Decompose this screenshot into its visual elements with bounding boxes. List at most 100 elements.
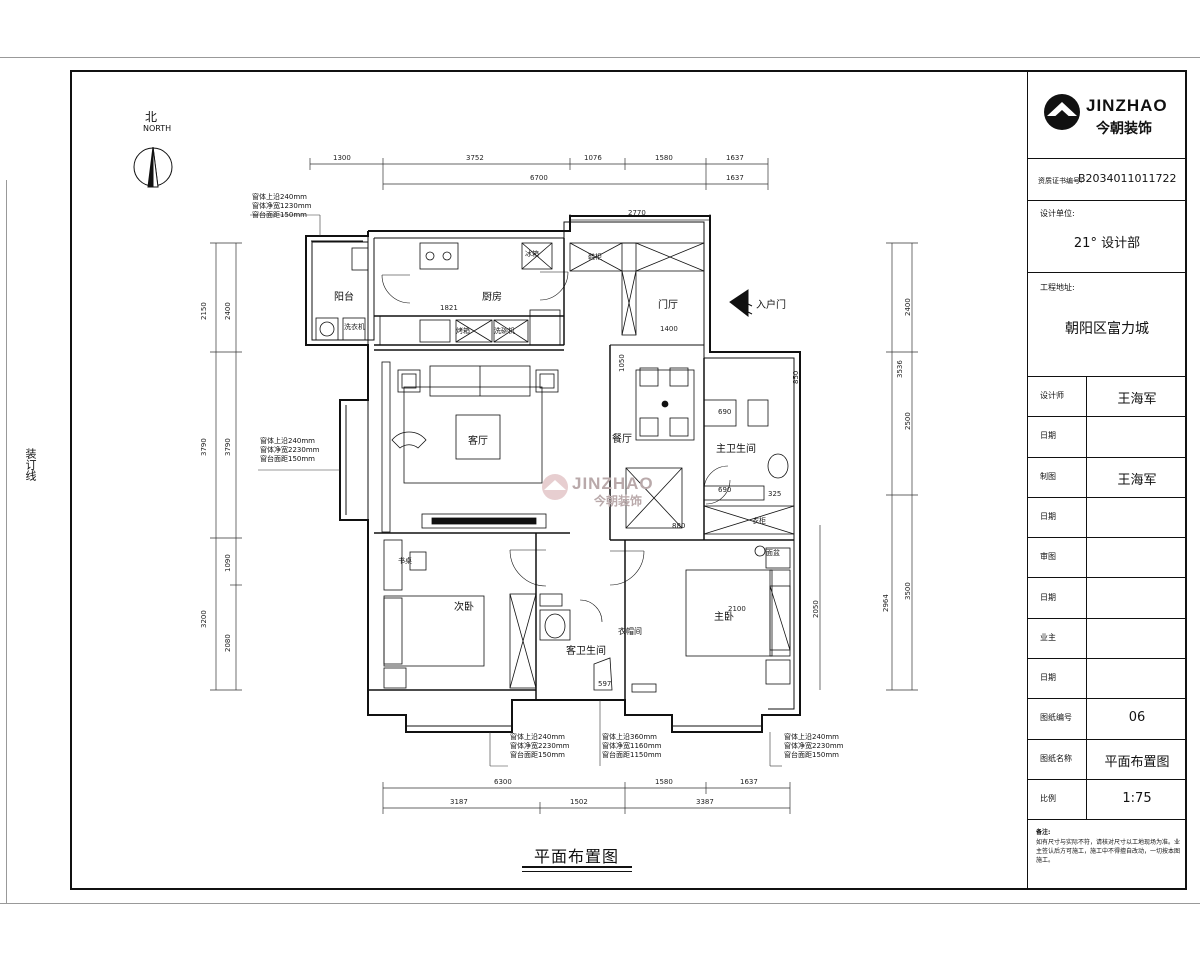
room-balcony-label: 阳台 — [334, 292, 354, 303]
title-block-row: 日期 — [1028, 416, 1186, 458]
row-label: 比例 — [1040, 794, 1056, 803]
row-divider — [1086, 456, 1087, 497]
project-address-row: 工程地址: 朝阳区富力城 — [1028, 272, 1186, 377]
dim-top-right: 1637 — [726, 174, 744, 182]
dim-dining: 1050 — [618, 354, 626, 372]
row-label: 制图 — [1040, 471, 1056, 481]
dim-top-2: 3752 — [466, 154, 484, 162]
title-block-row: 日期 — [1028, 658, 1186, 700]
washer-label: 洗衣机 — [344, 323, 365, 331]
dim-left-3: 3790 — [200, 438, 208, 456]
row-divider — [1086, 617, 1087, 659]
watermark-text-cn: 今朝装饰 — [594, 494, 643, 508]
room-kitchen-label: 厨房 — [482, 292, 502, 303]
room-living-label: 客厅 — [468, 436, 488, 447]
dim-right-5: 3500 — [904, 582, 912, 600]
balcony-fixtures — [315, 247, 369, 341]
row-label: 日期 — [1040, 511, 1056, 521]
door-swings — [381, 271, 731, 623]
project-address: 朝阳区富力城 — [1065, 321, 1149, 337]
dim-top-1: 1300 — [333, 154, 351, 162]
row-divider — [1086, 496, 1087, 538]
dim-left-7: 2080 — [224, 634, 232, 652]
dim-top-total: 6700 — [530, 174, 548, 182]
title-block-row: 业主 — [1028, 617, 1186, 660]
design-unit: 21° 设计部 — [1073, 236, 1141, 251]
dim-right-1: 3536 — [896, 360, 904, 378]
title-block: JINZHAO 今朝装饰 资质证书编号: B2034011011722 设计单位… — [1027, 72, 1186, 888]
row-divider — [1086, 779, 1087, 820]
master-bath-fixtures — [703, 399, 795, 535]
master-bedroom-furniture — [631, 545, 791, 693]
north-arrow-icon — [133, 146, 173, 188]
row-divider — [1086, 738, 1087, 779]
row-label: 图纸名称 — [1040, 753, 1072, 763]
row-label: 业主 — [1040, 632, 1056, 642]
dim-bottom-1: 6300 — [494, 778, 512, 786]
kitchen-counters — [379, 242, 565, 346]
row-value: 王海军 — [1117, 472, 1157, 488]
title-block-row: 图纸名称平面布置图 — [1028, 738, 1186, 780]
fridge-label: 冰箱 — [525, 250, 539, 258]
oven-label: 烤箱 — [456, 327, 470, 335]
dim-guest-wc: 597 — [598, 680, 612, 688]
dim-right-2: 2400 — [904, 298, 912, 316]
row-divider — [1086, 698, 1087, 739]
exterior-walls — [305, 215, 801, 733]
room-dressing-label: 衣帽间 — [618, 627, 642, 636]
top-dimension-lines — [309, 158, 769, 226]
title-block-row: 审图 — [1028, 537, 1186, 579]
living-bay-window — [339, 399, 369, 521]
room-foyer-label: 门厅 — [658, 300, 678, 311]
binding-line — [6, 180, 7, 903]
title-block-row: 设计师 王海军 — [1028, 376, 1186, 418]
dim-mb-w1: 690 — [718, 408, 732, 416]
interior-walls — [368, 238, 794, 700]
row-label: 设计师 — [1040, 391, 1064, 400]
row-divider — [1086, 577, 1087, 618]
row-label: 日期 — [1040, 431, 1056, 441]
cert-number: B2034011011722 — [1078, 172, 1177, 185]
north-label-en: NORTH — [143, 124, 172, 133]
room-master-bath-label: 主卫生间 — [716, 444, 756, 455]
row-label: 审图 — [1040, 552, 1056, 562]
north-label: 北 — [145, 110, 158, 124]
dim-mb-w2: 690 — [718, 486, 732, 494]
dim-right-3: 2500 — [904, 412, 912, 430]
dim-foyer: 1400 — [660, 325, 678, 333]
entry-arrow-icon — [729, 289, 753, 318]
company-name-en: JINZHAO — [1086, 96, 1168, 115]
dim-left-2: 2400 — [224, 302, 232, 320]
room-guest-bath-label: 客卫生间 — [566, 646, 606, 657]
row-value: 王海军 — [1117, 392, 1157, 407]
dim-left-1: 2150 — [200, 302, 208, 320]
dim-left-4: 3790 — [224, 438, 232, 456]
desk-label: 书桌 — [398, 557, 412, 565]
watermark-text: JINZHAO — [572, 474, 654, 493]
entry-door-label: 入户门 — [756, 300, 786, 311]
dim-bottom-2: 1580 — [655, 778, 673, 786]
dishwasher-label: 洗碗机 — [494, 327, 515, 335]
dim-top-5: 1637 — [726, 154, 744, 162]
dim-top-3: 1076 — [584, 154, 602, 162]
cert-row: 资质证书编号: B2034011011722 — [1028, 158, 1186, 201]
sheet-top-line — [0, 57, 1200, 58]
dim-corridor: 880 — [672, 522, 686, 530]
room-dining-label: 餐厅 — [612, 434, 632, 445]
title-block-row: 日期 — [1028, 496, 1186, 539]
company-logo: JINZHAO 今朝装饰 — [1028, 72, 1186, 159]
dim-right-6: 2050 — [812, 600, 820, 618]
row-value: 06 — [1128, 710, 1146, 726]
foyer-cabinets — [569, 242, 705, 336]
plan-title: 平面布置图 — [534, 847, 620, 866]
dim-master-bed: 2100 — [728, 605, 746, 613]
row-divider — [1086, 537, 1087, 578]
wardrobe-label: 衣柜 — [752, 517, 766, 525]
right-dimension-lines — [819, 242, 918, 691]
